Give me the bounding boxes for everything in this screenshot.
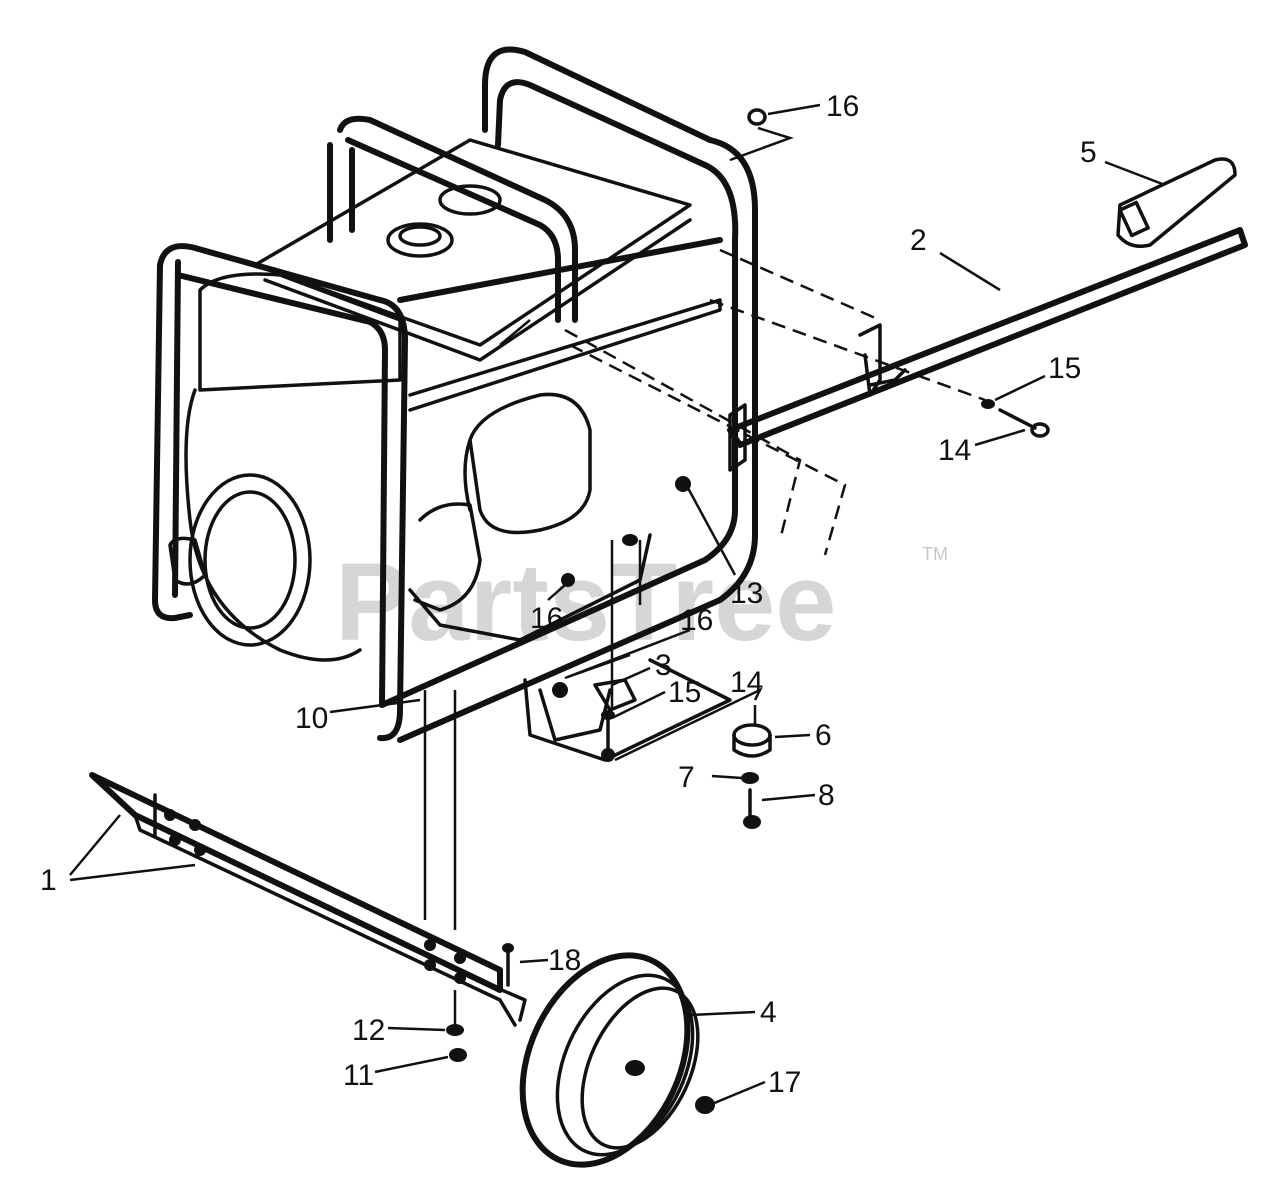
- callout-17: 17: [768, 1066, 801, 1099]
- callout-12: 12: [352, 1014, 385, 1047]
- callout-18: 18: [548, 944, 581, 977]
- callout-14-right: 14: [938, 434, 971, 467]
- callout-15-right: 15: [1048, 352, 1081, 385]
- callout-8: 8: [818, 779, 835, 812]
- watermark: PartsTree TM: [335, 541, 948, 664]
- generator-frame: [152, 46, 758, 743]
- callout-5: 5: [1080, 136, 1097, 169]
- callout-10: 10: [295, 702, 328, 735]
- callout-6: 6: [815, 719, 832, 752]
- handle-assembly: [727, 157, 1248, 472]
- callout-11: 11: [343, 1059, 374, 1092]
- callout-2: 2: [910, 224, 927, 257]
- callout-13: 13: [730, 577, 763, 610]
- watermark-tm: TM: [922, 544, 948, 564]
- assembly-lines: [423, 248, 986, 1025]
- hardware: [446, 108, 1050, 1114]
- callout-16-lower: 16: [680, 604, 713, 637]
- callout-7: 7: [678, 761, 695, 794]
- callout-3: 3: [655, 649, 672, 682]
- axle-bar: [89, 772, 527, 1027]
- callout-15-lower: 15: [668, 676, 701, 709]
- callout-labels: 16 5 2 15 14 13 16 16 3 15 14 10 6 7 8 1…: [40, 90, 1097, 1099]
- callout-16-mid: 16: [530, 602, 563, 635]
- callout-leaders: [69, 103, 1166, 1106]
- callout-1: 1: [40, 864, 57, 897]
- callout-4: 4: [760, 996, 777, 1029]
- callout-14-lower: 14: [730, 666, 763, 699]
- engine-body: [168, 138, 722, 662]
- callout-16-top: 16: [826, 90, 859, 123]
- wheel: [519, 952, 700, 1168]
